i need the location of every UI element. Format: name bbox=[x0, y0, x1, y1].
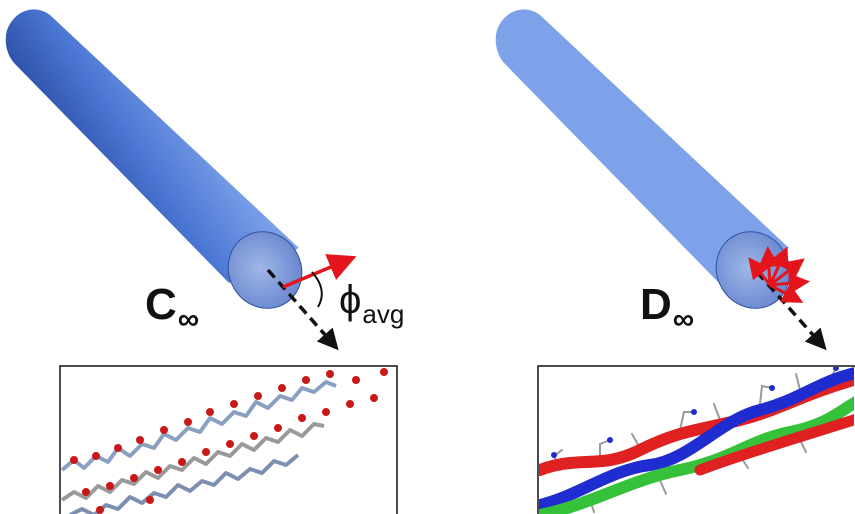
right-symmetry-subscript: ∞ bbox=[672, 303, 695, 336]
left-symmetry-label: C∞ bbox=[145, 280, 199, 335]
left-oxygen-atoms bbox=[70, 368, 388, 514]
left-cylinder bbox=[5, 9, 303, 309]
right-structure-panel bbox=[537, 365, 855, 514]
angle-label: ϕavg bbox=[339, 278, 404, 327]
left-cylinder-body bbox=[5, 9, 299, 283]
right-red-vectors bbox=[748, 246, 810, 303]
angle-symbol: ϕ bbox=[339, 278, 362, 322]
left-backbone-2 bbox=[61, 422, 325, 502]
right-strand-blue bbox=[539, 367, 854, 511]
left-symmetry-subscript: ∞ bbox=[177, 303, 200, 336]
angle-subscript: avg bbox=[362, 299, 405, 329]
right-symmetry-label: D∞ bbox=[640, 280, 694, 335]
left-backbone-1 bbox=[61, 380, 337, 472]
right-cylinder-body bbox=[495, 9, 789, 284]
left-axis-arrow bbox=[266, 268, 339, 351]
right-strand-red-2 bbox=[694, 414, 854, 476]
right-atom-tips bbox=[551, 367, 839, 458]
left-symmetry-letter: C bbox=[145, 280, 177, 329]
left-structure-panel bbox=[59, 365, 398, 514]
left-red-vector bbox=[282, 254, 357, 289]
right-symmetry-letter: D bbox=[640, 280, 672, 329]
left-angle-arc bbox=[311, 271, 323, 308]
left-backbone-3 bbox=[69, 453, 300, 514]
